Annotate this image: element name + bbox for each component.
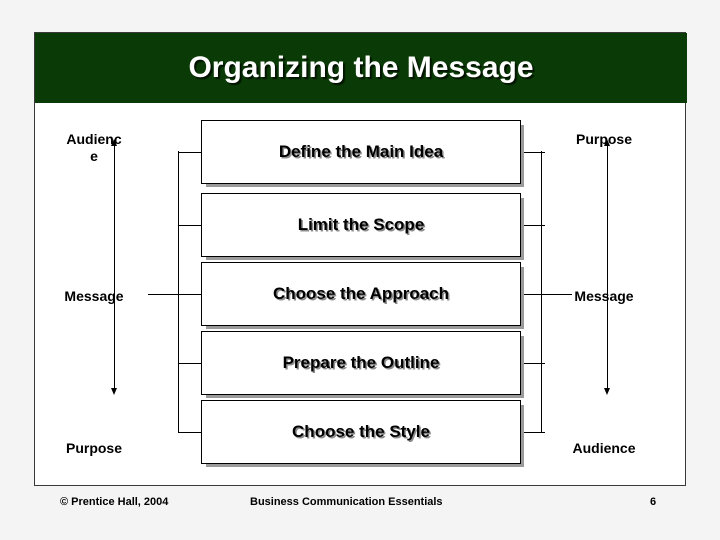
left-bracket-spine	[178, 151, 179, 433]
step-box-5: Choose the Style	[201, 400, 521, 464]
left-connector-step-2	[178, 225, 202, 226]
right-connector-step-1	[521, 152, 545, 153]
right-bracket-spine	[541, 151, 542, 433]
right-bracket-arm	[541, 294, 572, 295]
slide-footer: © Prentice Hall, 2004 Business Communica…	[34, 492, 686, 516]
step-box-3: Choose the Approach	[201, 262, 521, 326]
step-box-1-label: Define the Main Idea	[278, 142, 444, 161]
page-title: Organizing the Message	[188, 51, 534, 84]
step-box-5-label: Choose the Style	[292, 422, 430, 441]
right-label-middle: Message	[574, 288, 634, 304]
right-direction-arrow	[602, 139, 613, 395]
step-box-2: Limit the Scope	[201, 193, 521, 257]
right-connector-step-3	[521, 294, 545, 295]
footer-copyright: © Prentice Hall, 2004	[60, 496, 169, 508]
left-label-column: Audienc e Message Purpose	[35, 113, 153, 463]
arrow-head-up-icon	[111, 139, 117, 146]
right-connector-step-5	[521, 432, 545, 433]
left-connector-step-3	[178, 294, 202, 295]
step-box-4: Prepare the Outline	[201, 331, 521, 395]
left-label-middle: Message	[64, 288, 124, 304]
step-box-2-label: Limit the Scope	[297, 215, 425, 234]
left-label-top: Audienc e	[57, 131, 131, 165]
step-box-3-label: Choose the Approach	[273, 284, 449, 303]
step-box-4-label: Prepare the Outline	[282, 353, 440, 372]
arrow-shaft	[607, 144, 608, 390]
slide-canvas: Organizing the Message Audienc e Message…	[34, 32, 687, 486]
arrow-head-down-icon	[111, 388, 117, 395]
arrow-head-up-icon	[604, 139, 610, 146]
step-box-1: Define the Main Idea	[201, 120, 521, 184]
footer-page-number: 6	[650, 496, 657, 508]
left-connector-step-4	[178, 363, 202, 364]
right-label-bottom: Audience	[572, 440, 636, 456]
left-direction-arrow	[109, 139, 120, 395]
left-connector-step-1	[178, 152, 202, 153]
right-connector-step-2	[521, 225, 545, 226]
left-label-top-line2: e	[90, 148, 98, 164]
left-connector-step-5	[178, 432, 202, 433]
right-label-column: Purpose Message Audience	[545, 113, 663, 463]
left-label-top-line1: Audienc	[66, 131, 122, 147]
slide-title-band: Organizing the Message	[35, 33, 687, 103]
right-connector-step-4	[521, 363, 545, 364]
arrow-head-down-icon	[604, 388, 610, 395]
right-label-top: Purpose	[575, 131, 632, 147]
left-label-bottom: Purpose	[65, 440, 122, 456]
arrow-shaft	[114, 144, 115, 390]
left-bracket-arm	[148, 294, 179, 295]
footer-book-title: Business Communication Essentials	[250, 496, 443, 508]
